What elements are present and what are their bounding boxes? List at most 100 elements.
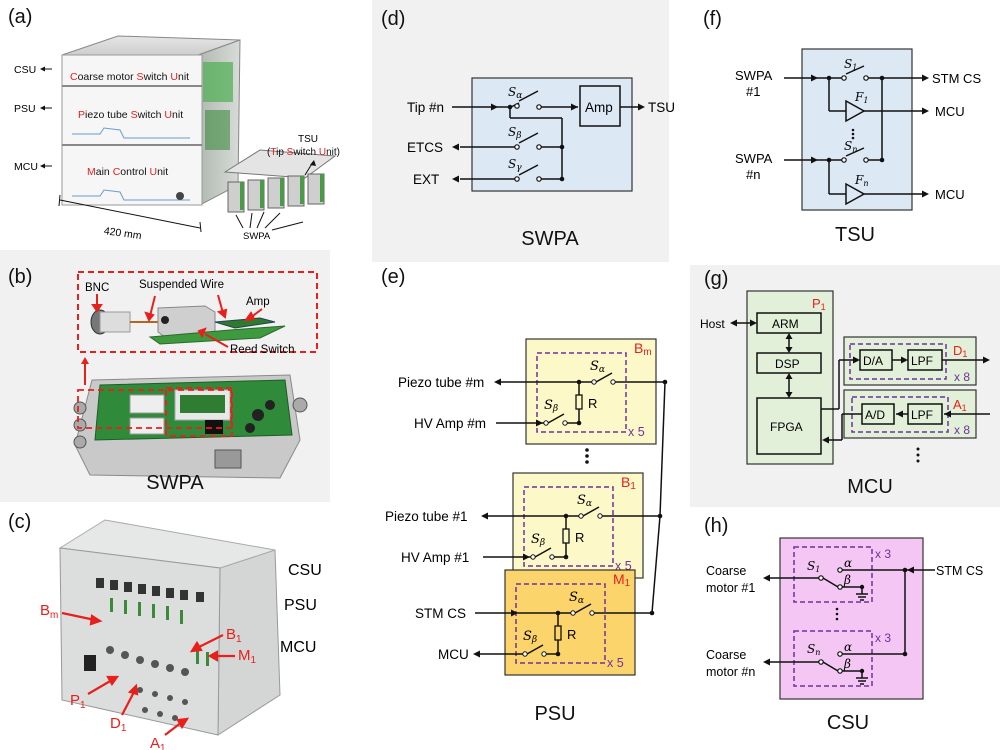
terminal: [541, 651, 547, 657]
panel-b-label: (b): [8, 266, 33, 288]
side-label-csu: CSU: [14, 64, 36, 76]
panel-f-caption: TSU: [835, 224, 875, 246]
amp-label: Amp: [585, 100, 613, 115]
output-stm-cs: STM CS: [932, 71, 981, 86]
callout-amp: Amp: [246, 296, 270, 308]
text-run: T: [270, 147, 276, 158]
switch-s1-csu: S1: [807, 559, 820, 574]
psu-block-2: [504, 569, 636, 676]
switch-s-beta: Sβ: [544, 398, 558, 414]
arrow-in: [523, 553, 530, 561]
callout-reed-switch: Reed Switch: [230, 344, 295, 356]
switch-alpha-blade: [582, 506, 600, 517]
dimension-line: [59, 199, 201, 229]
panel-h-label: (h): [704, 515, 729, 537]
a1-tag: A1: [953, 397, 967, 413]
panel-d-caption: SWPA: [521, 228, 579, 250]
psu-port-label-1: STM CS: [415, 606, 466, 621]
host-label: Host: [700, 317, 725, 331]
terminal: [562, 420, 568, 426]
panel-b-caption: SWPA: [146, 472, 204, 494]
arrow-out: [481, 512, 488, 520]
input-stm-cs: STM CS: [936, 564, 983, 578]
da-label: D/A: [863, 354, 883, 368]
panel-e-caption: PSU: [534, 703, 576, 725]
arrow-out: [494, 378, 501, 386]
alpha-n: α: [844, 640, 852, 654]
psu-port-label-2: HV Amp #1: [401, 550, 469, 565]
panel-d-label: (d): [381, 8, 406, 30]
text-run: P: [78, 109, 85, 121]
block-multiplier: x 5: [607, 656, 624, 670]
callout-d1: D1: [110, 715, 127, 734]
callout-a1: A1: [150, 735, 166, 750]
switch-s1: S1: [844, 57, 857, 72]
beta-n: β: [843, 657, 851, 671]
text-run: S: [137, 71, 144, 83]
terminal: [543, 420, 549, 426]
block-tag: M1: [613, 571, 630, 589]
input-swpa-1: SWPA#1: [735, 68, 773, 99]
terminal: [549, 554, 555, 560]
panel-g-caption: MCU: [847, 476, 893, 498]
output-ext: EXT: [413, 172, 439, 187]
switch-beta-blade: [534, 547, 552, 558]
text-run: S: [131, 109, 138, 121]
bus-node: [649, 610, 655, 616]
arrow-out: [473, 650, 480, 658]
resistor: [562, 528, 570, 544]
csu-block: [779, 537, 924, 700]
callout-p1: P1: [70, 692, 86, 711]
rack-unit-mcu-name: Main Control Unit: [87, 166, 168, 178]
input-tip-n: Tip #n: [407, 100, 444, 115]
terminal: [522, 651, 528, 657]
switch-alpha-blade: [574, 603, 592, 614]
output-etcs: ETCS: [407, 140, 443, 155]
text-run: U: [149, 166, 157, 178]
fpga-label: FPGA: [770, 420, 803, 434]
d1-mult: x 8: [954, 370, 970, 384]
panel-f-label: (f): [703, 8, 722, 30]
c-side-label-psu: PSU: [284, 597, 317, 614]
mult-1: x 3: [875, 547, 891, 561]
text-run: witch: [137, 109, 165, 121]
side-label-mcu: MCU: [14, 161, 38, 173]
psu-port-label-1: Piezo tube #m: [398, 375, 484, 390]
rack-front: [61, 54, 203, 206]
terminal: [589, 610, 595, 616]
terminal: [597, 513, 603, 519]
panel-e-label: (e): [381, 266, 406, 288]
follower-fn: Fn: [854, 173, 868, 188]
psu-block-0: [525, 338, 657, 445]
switch-s-gamma: Sγ: [508, 157, 522, 173]
block-tag: Bm: [634, 340, 652, 358]
resistor-label: R: [567, 627, 576, 642]
text-run: witch: [143, 71, 171, 83]
terminal: [530, 554, 536, 560]
text-run: U: [319, 147, 326, 158]
psu-port-label-2: HV Amp #m: [414, 416, 486, 431]
alpha-1: α: [844, 556, 852, 570]
resistor: [554, 625, 562, 641]
switch-alpha-blade: [595, 372, 613, 383]
text-run: witch: [292, 147, 319, 158]
switch-s-alpha: Sα: [508, 85, 522, 101]
panel-c-label: (c): [8, 511, 32, 533]
switch-s-alpha: Sα: [569, 590, 584, 606]
panel-g-label: (g): [704, 268, 729, 290]
ellipsis-dot: [585, 448, 589, 452]
lpf-d-label: LPF: [911, 354, 933, 368]
callout-bm: Bm: [40, 602, 58, 621]
amp-board: [148, 325, 286, 345]
arm-label: ARM: [772, 317, 799, 331]
text-run: nit: [172, 109, 183, 121]
panel-g: [690, 265, 1000, 507]
node: [555, 651, 561, 657]
terminal: [610, 379, 616, 385]
tsu-title: TSU: [298, 134, 318, 145]
